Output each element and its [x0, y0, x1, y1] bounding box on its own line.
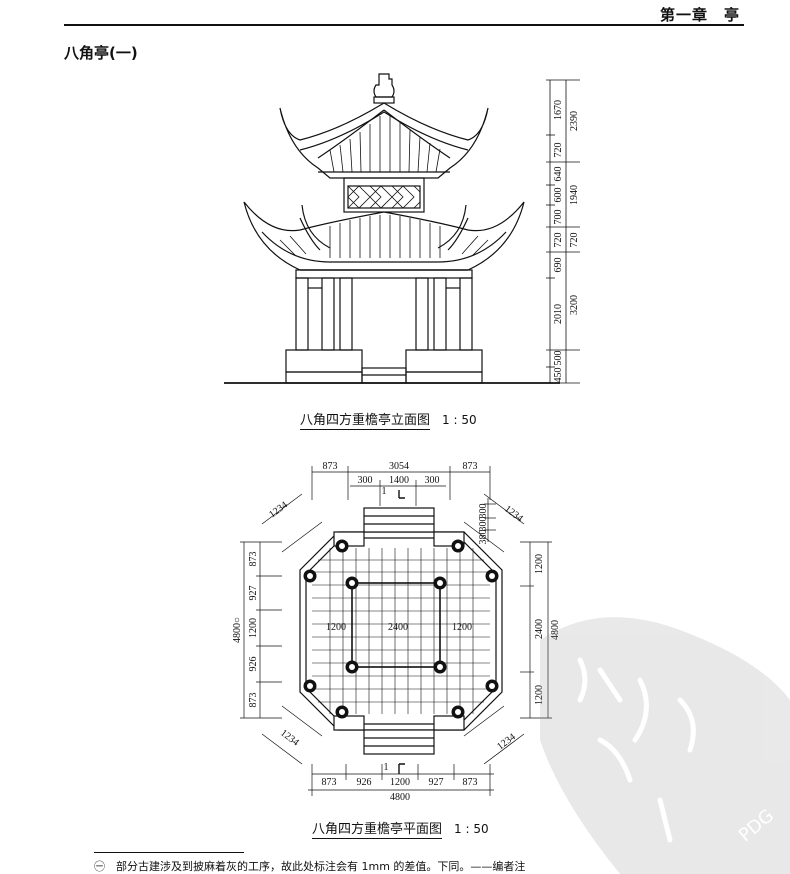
elev-dim-inner-0: 1670 — [553, 100, 564, 120]
elev-dim-outer-0: 2390 — [569, 111, 580, 131]
plan-bottom-dim-0: 873 — [322, 777, 337, 788]
plan-left-dim-4: 873 — [248, 693, 259, 708]
elev-dim-inner-9: 450 — [553, 368, 564, 383]
elevation-caption-scale: 1 : 50 — [442, 413, 477, 427]
plan-caption-title: 八角四方重檐亭平面图 — [312, 822, 443, 839]
section-title: 八角亭(一) — [64, 44, 138, 62]
pavilion-elevation-drawing — [224, 73, 560, 384]
elev-dim-outer-3: 3200 — [569, 295, 580, 315]
plan-dimension-lines — [240, 466, 552, 796]
footnote: ㊀ 部分古建涉及到披麻着灰的工序，故此处标注会有 1mm 的差值。下同。——编者… — [94, 860, 526, 873]
elev-dim-inner-1: 720 — [553, 143, 564, 158]
plan-left-dim-3: 926 — [248, 657, 259, 672]
elev-dim-outer-1: 1940 — [569, 185, 580, 205]
elev-dim-inner-4: 700 — [553, 210, 564, 225]
plan-diag-dim-2: 1234 — [278, 728, 301, 749]
plan-caption: 八角四方重檐亭平面图 1 : 50 — [312, 818, 489, 839]
plan-diag-dim-0: 1234 — [267, 500, 290, 521]
elev-dim-outer-2: 720 — [569, 233, 580, 248]
elev-dim-inner-8: 500 — [553, 351, 564, 366]
elevation-caption-title: 八角四方重檐亭立面图 — [300, 413, 431, 430]
plan-left-dim-1: 927 — [248, 586, 259, 601]
chapter-title: 第一章 亭 — [659, 6, 740, 24]
plan-diag-dim-3: 1234 — [495, 732, 518, 753]
plan-step-dim-0: 300 — [478, 504, 489, 519]
plan-left-dim-0: 873 — [248, 552, 259, 567]
plan-bottom-dim-4: 873 — [463, 777, 478, 788]
plan-top-dim-3: 300 — [358, 475, 373, 486]
plan-bottom-dim-1: 926 — [357, 777, 372, 788]
elev-dim-inner-6: 690 — [553, 258, 564, 273]
elev-dim-inner-5: 720 — [553, 233, 564, 248]
watermark-seal: PDG — [540, 617, 790, 874]
plan-top-dim-2: 873 — [463, 461, 478, 472]
plan-inner-dim-0: 1200 — [326, 622, 346, 633]
plan-inner-dim-1: 2400 — [388, 622, 408, 633]
plan-top-dim-5: 300 — [425, 475, 440, 486]
plan-right-dim-1: 2400 — [534, 619, 545, 639]
plan-right-dim-3: 4800 — [550, 620, 561, 640]
plan-right-dim-0: 1200 — [534, 554, 545, 574]
plan-top-dim-4: 1400 — [389, 475, 409, 486]
plan-diag-dim-1: 1234 — [502, 504, 525, 525]
plan-step-dim-1: 300 — [478, 517, 489, 532]
elev-dim-inner-7: 2010 — [553, 304, 564, 324]
plan-left-dim-2: 1200 — [248, 618, 259, 638]
plan-top-dim-1: 3054 — [389, 461, 409, 472]
plan-bottom-dim-2: 1200 — [390, 777, 410, 788]
plan-bottom-dim-5: 4800 — [390, 792, 410, 803]
elevation-caption: 八角四方重檐亭立面图 1 : 50 — [300, 409, 477, 430]
plan-bottom-dim-3: 927 — [429, 777, 444, 788]
section-mark-top: 1 — [382, 486, 387, 497]
page-header: 第一章 亭 — [64, 4, 744, 26]
plan-inner-dim-2: 1200 — [452, 622, 472, 633]
pavilion-plan-drawing — [299, 507, 503, 755]
plan-right-dim-2: 1200 — [534, 685, 545, 705]
plan-left-dim-5: 4800○ — [232, 617, 243, 643]
footnote-rule — [94, 852, 244, 853]
plan-step-dim-2: 380 — [478, 530, 489, 545]
elev-dim-inner-2: 640 — [553, 167, 564, 182]
elev-dim-inner-3: 600 — [553, 188, 564, 203]
plan-caption-scale: 1 : 50 — [454, 822, 489, 836]
plan-top-dim-0: 873 — [323, 461, 338, 472]
section-mark-bottom: 1 — [384, 762, 389, 773]
elevation-dimension-lines — [546, 79, 580, 384]
